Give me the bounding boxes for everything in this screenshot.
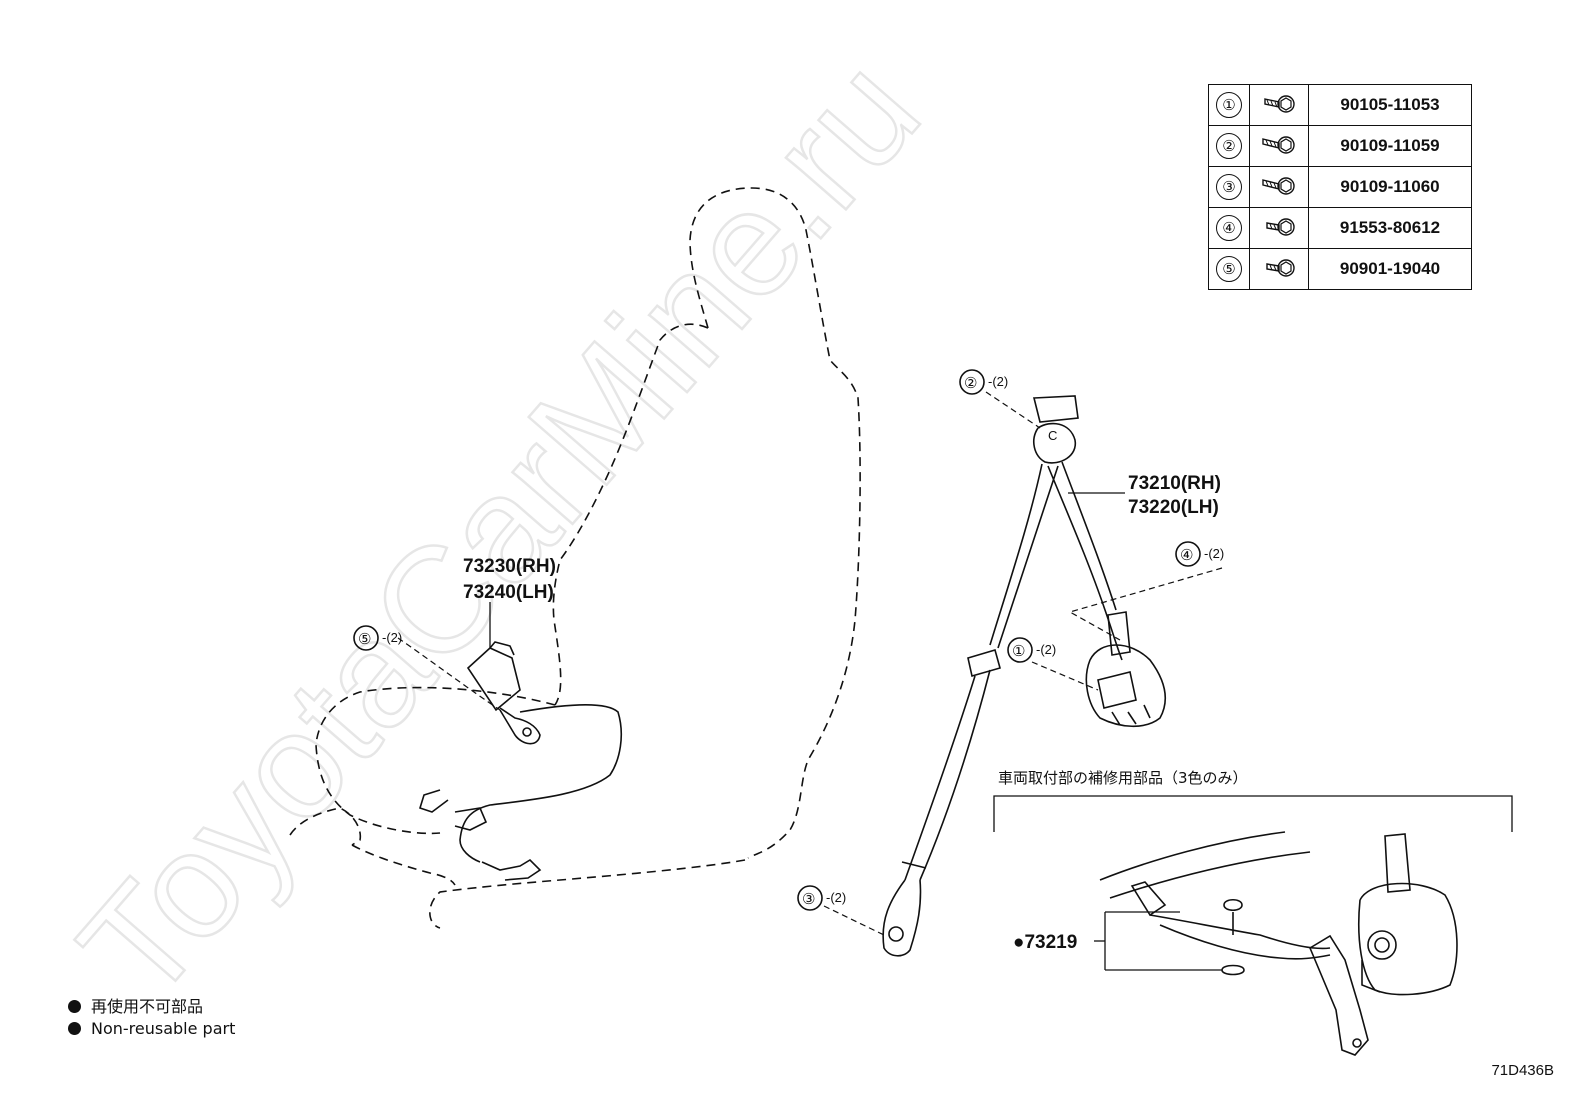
- bolt-icon: [1262, 176, 1295, 195]
- bolt-icon: [1262, 135, 1295, 154]
- callout-4: ④ -(2): [1068, 541, 1224, 641]
- buckle-part-rh: 73230(RH): [463, 556, 556, 577]
- callout-2: ② -(2): [959, 369, 1041, 429]
- svg-text:③: ③: [802, 890, 815, 908]
- legend-en-text: Non-reusable part: [91, 1019, 236, 1038]
- legend-en: Non-reusable part: [68, 1019, 235, 1038]
- callout-3: ③ -(2): [797, 885, 885, 936]
- svg-text:⑤: ⑤: [358, 630, 371, 648]
- watermark: ToyotaCarMine.ru: [47, 27, 950, 1031]
- svg-text:①: ①: [1012, 642, 1025, 660]
- callout-5: ⑤ -(2): [353, 625, 402, 651]
- part-number: 90109-11060: [1308, 166, 1472, 208]
- fastener-table: ① 90105-11053 ② 90109-11059 ③ 90109-1106…: [1208, 84, 1472, 290]
- row-index: ①: [1216, 92, 1242, 118]
- svg-text:C: C: [1048, 428, 1057, 443]
- part-number: 90105-11053: [1308, 84, 1472, 126]
- outer-seat-belt-assembly: C: [882, 395, 1166, 957]
- non-reusable-dot-icon: [68, 1022, 81, 1035]
- table-row: ② 90109-11059: [1208, 125, 1472, 167]
- part-number: 90901-19040: [1308, 248, 1472, 290]
- row-index: ②: [1216, 133, 1242, 159]
- table-row: ① 90105-11053: [1208, 84, 1472, 126]
- seat-outline: [289, 187, 861, 929]
- table-row: ⑤ 90901-19040: [1208, 248, 1472, 290]
- buckle-part-lh: 73240(LH): [463, 582, 554, 603]
- legend-jp: 再使用不可部品: [68, 993, 203, 1017]
- svg-text:-(2): -(2): [1036, 642, 1056, 657]
- svg-text:②: ②: [964, 374, 977, 392]
- bolt-icon: [1264, 94, 1295, 113]
- repair-parts-inset: 車両取付部の補修用部品（3色のみ）: [993, 769, 1513, 1056]
- bolt-icon: [1266, 258, 1295, 277]
- seat-belt-buckle: [397, 602, 623, 881]
- non-reusable-dot-icon: [68, 1000, 81, 1013]
- row-index: ④: [1216, 215, 1242, 241]
- svg-text:-(2): -(2): [382, 630, 402, 645]
- bolt-icon: [1266, 217, 1295, 236]
- svg-text:-(2): -(2): [988, 374, 1008, 389]
- row-index: ⑤: [1216, 256, 1242, 282]
- diagram-id: 71D436B: [1491, 1062, 1554, 1079]
- belt-part-rh: 73210(RH): [1128, 473, 1221, 494]
- repair-part-number: ●73219: [1013, 932, 1077, 953]
- belt-part-lh: 73220(LH): [1128, 497, 1219, 518]
- callout-1: ① -(2): [1007, 637, 1099, 691]
- row-index: ③: [1216, 174, 1242, 200]
- svg-text:-(2): -(2): [1204, 546, 1224, 561]
- legend-jp-text: 再使用不可部品: [91, 997, 204, 1016]
- inset-title: 車両取付部の補修用部品（3色のみ）: [998, 769, 1248, 787]
- part-number: 91553-80612: [1308, 207, 1472, 249]
- svg-text:-(2): -(2): [826, 890, 846, 905]
- svg-text:④: ④: [1180, 546, 1193, 564]
- table-row: ④ 91553-80612: [1208, 207, 1472, 249]
- table-row: ③ 90109-11060: [1208, 166, 1472, 208]
- part-number: 90109-11059: [1308, 125, 1472, 167]
